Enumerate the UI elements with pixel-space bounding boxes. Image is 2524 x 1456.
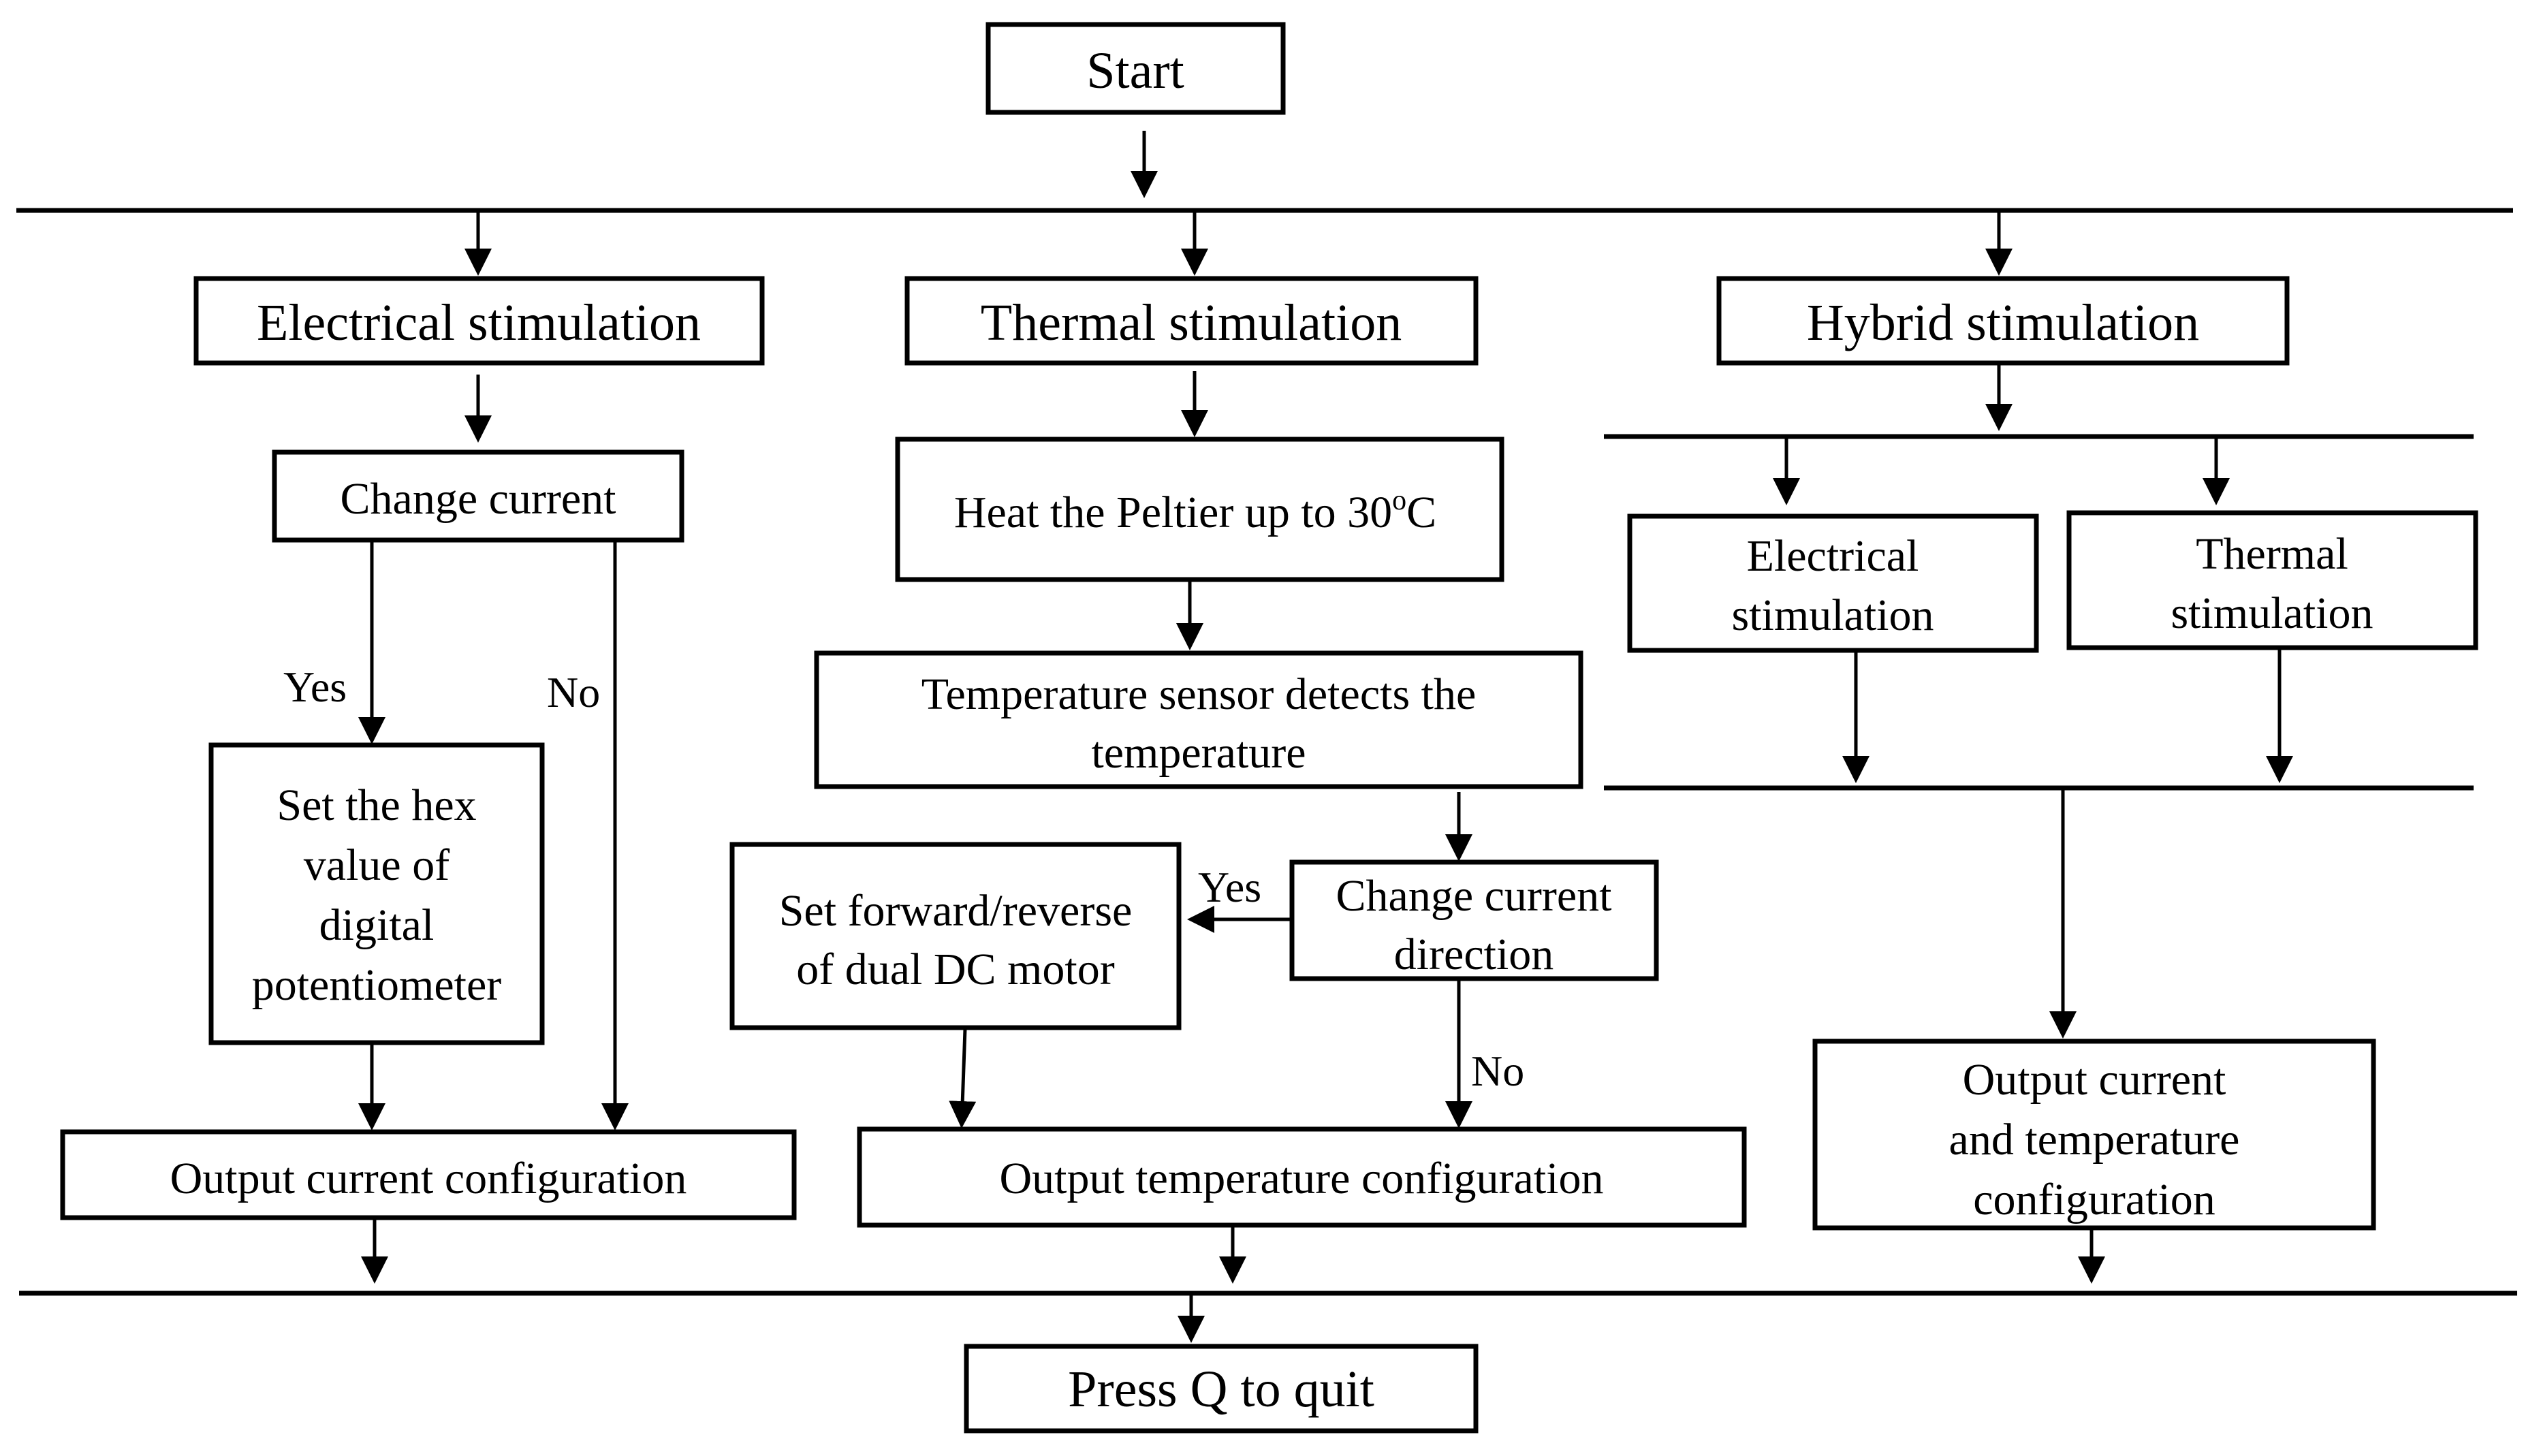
start-box — [985, 22, 1286, 115]
output-hybrid-line-3: configuration — [1973, 1175, 2215, 1224]
hybrid-thermal-box — [2066, 510, 2478, 650]
set-hex-line-3: digital — [319, 900, 435, 950]
node-thermal-stimulation: Thermal stimulation — [904, 276, 1479, 366]
node-change-direction: Change current direction — [1289, 859, 1659, 981]
heat-peltier-label: Heat the Peltier up to 30oC — [954, 485, 1436, 537]
electrical-stimulation-box — [193, 276, 765, 366]
hybrid-electrical-line-1: Electrical — [1747, 531, 1919, 581]
hybrid-electrical-line-2: stimulation — [1732, 590, 1934, 640]
node-set-hex: Set the hex value of digital potentiomet… — [208, 742, 545, 1045]
edge-label-no-current: No — [547, 668, 600, 716]
output-hybrid-box — [1812, 1039, 2376, 1231]
node-output-current: Output current configuration — [60, 1129, 797, 1220]
output-hybrid-line-1: Output current — [1963, 1055, 2226, 1105]
node-heat-peltier: Heat the Peltier up to 30oC — [895, 437, 1504, 582]
change-direction-line-1: Change current — [1336, 871, 1612, 921]
hybrid-electrical-box — [1627, 513, 2039, 653]
quit-box — [964, 1344, 1479, 1434]
edge-label-no-direction: No — [1471, 1047, 1524, 1095]
hybrid-thermal-line-2: stimulation — [2171, 588, 2373, 638]
arrow-motor-to-output-temperature — [949, 1028, 977, 1128]
set-motor-box — [729, 842, 1182, 1030]
change-current-label: Change current — [341, 474, 616, 524]
node-hybrid-thermal: Thermal stimulation — [2066, 510, 2478, 650]
heat-peltier-box — [895, 437, 1504, 582]
set-motor-line-2: of dual DC motor — [796, 945, 1114, 994]
set-motor-line-1: Set forward/reverse — [779, 886, 1133, 936]
node-set-motor: Set forward/reverse of dual DC motor — [729, 842, 1182, 1030]
node-electrical-stimulation: Electrical stimulation — [193, 276, 765, 366]
change-current-box — [272, 449, 684, 543]
temperature-sensor-line-2: temperature — [1091, 728, 1306, 778]
node-output-hybrid: Output current and temperature configura… — [1812, 1039, 2376, 1231]
connectors — [358, 131, 2293, 1343]
quit-label: Press Q to quit — [1068, 1361, 1374, 1418]
heat-peltier-unit: C — [1406, 488, 1436, 537]
output-temperature-label: Output temperature configuration — [999, 1154, 1603, 1203]
hybrid-stimulation-box — [1716, 276, 2290, 366]
temperature-sensor-line-1: Temperature sensor detects the — [921, 669, 1477, 719]
set-hex-line-1: Set the hex — [277, 780, 476, 830]
change-direction-box — [1289, 859, 1659, 981]
output-current-box — [60, 1129, 797, 1220]
set-hex-box — [208, 742, 545, 1045]
node-temperature-sensor: Temperature sensor detects the temperatu… — [814, 650, 1583, 789]
electrical-stimulation-label: Electrical stimulation — [257, 294, 701, 351]
edge-label-yes-direction: Yes — [1198, 863, 1261, 911]
hybrid-thermal-line-1: Thermal — [2196, 529, 2348, 579]
edge-label-yes-current: Yes — [283, 663, 347, 711]
degree-superscript: o — [1392, 485, 1406, 516]
node-hybrid-electrical: Electrical stimulation — [1627, 513, 2039, 653]
node-quit: Press Q to quit — [964, 1344, 1479, 1434]
thermal-stimulation-label: Thermal stimulation — [981, 294, 1402, 351]
change-direction-line-2: direction — [1394, 930, 1554, 979]
node-change-current: Change current — [272, 449, 684, 543]
set-hex-line-4: potentiometer — [252, 960, 502, 1010]
start-label: Start — [1086, 42, 1184, 99]
node-hybrid-stimulation: Hybrid stimulation — [1716, 276, 2290, 366]
node-output-temperature: Output temperature configuration — [857, 1126, 1747, 1228]
output-hybrid-line-2: and temperature — [1949, 1115, 2240, 1165]
temperature-sensor-box — [814, 650, 1583, 789]
thermal-stimulation-box — [904, 276, 1479, 366]
set-hex-line-2: value of — [304, 840, 449, 890]
output-current-label: Output current configuration — [170, 1154, 687, 1203]
heat-peltier-text: Heat the Peltier up to 30 — [954, 488, 1392, 537]
output-temperature-box — [857, 1126, 1747, 1228]
node-start: Start — [985, 22, 1286, 115]
hybrid-stimulation-label: Hybrid stimulation — [1807, 294, 2199, 351]
